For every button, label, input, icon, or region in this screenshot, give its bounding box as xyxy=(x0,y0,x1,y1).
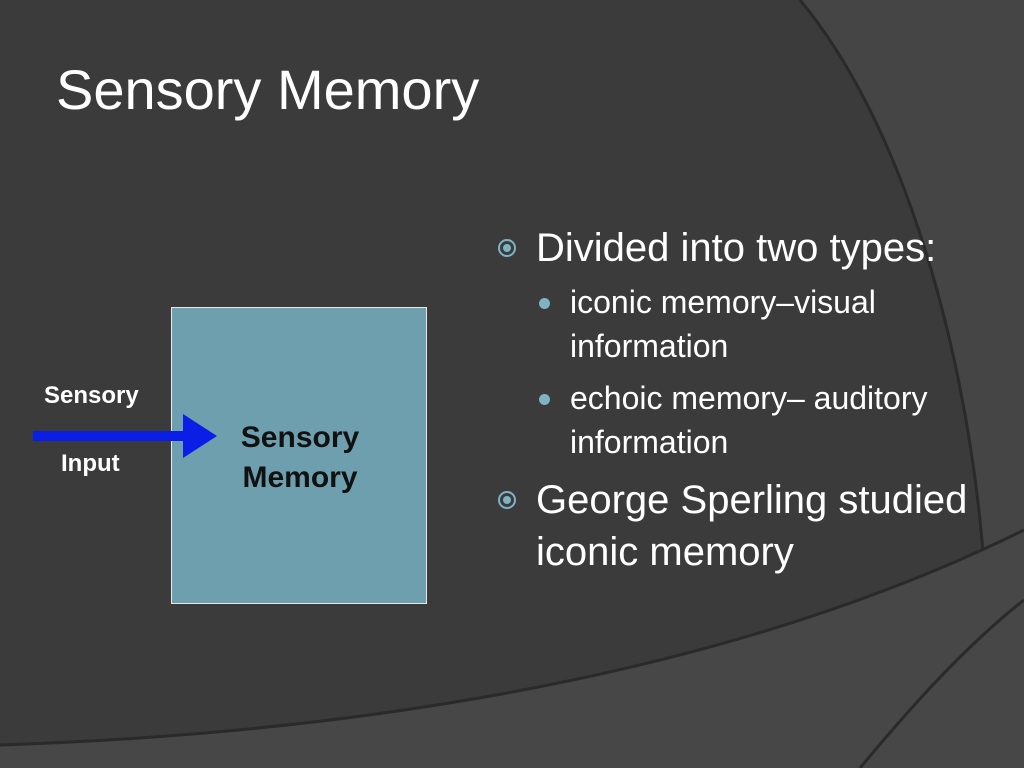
circle-dot-icon xyxy=(498,239,516,257)
bullet-dot-icon xyxy=(539,394,550,405)
bullet-item: Divided into two types: xyxy=(496,222,996,274)
sub-bullet-text: echoic memory– auditory information xyxy=(570,380,928,460)
sub-bullet-item: echoic memory– auditory information xyxy=(496,376,996,464)
sensory-memory-box xyxy=(171,307,427,604)
sensory-input-label-line-2: Input xyxy=(61,450,120,477)
sub-bullet-list: iconic memory–visual information echoic … xyxy=(496,280,996,464)
bullet-item: George Sperling studied iconic memory xyxy=(496,474,996,578)
sensory-input-arrow xyxy=(33,414,217,458)
sub-bullet-item: iconic memory–visual information xyxy=(496,280,996,368)
box-label-line-1: Sensory xyxy=(240,421,360,454)
circle-dot-icon xyxy=(498,491,516,509)
slide-title: Sensory Memory xyxy=(56,58,480,121)
bullet-text: George Sperling studied iconic memory xyxy=(536,478,968,574)
bullet-dot-icon xyxy=(539,298,550,309)
bullet-text: Divided into two types: xyxy=(536,226,937,270)
sensory-input-label-line-1: Sensory xyxy=(44,382,139,409)
sensory-memory-box-label: Sensory Memory xyxy=(210,418,390,498)
box-label-line-2: Memory xyxy=(242,461,358,494)
sub-bullet-text: iconic memory–visual information xyxy=(570,284,876,364)
bullet-list: Divided into two types: iconic memory–vi… xyxy=(496,222,996,578)
